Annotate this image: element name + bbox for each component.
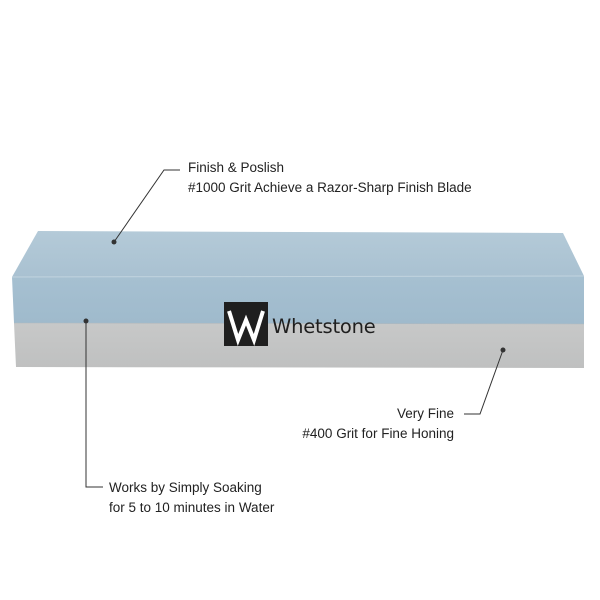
callout-soaking-title: Works by Simply Soaking xyxy=(109,480,262,495)
fine-grit-layer xyxy=(12,276,584,324)
callout-very-fine-detail: #400 Grit for Fine Honing xyxy=(302,426,454,441)
w-letter-logo-icon xyxy=(224,302,268,346)
callout-finish: Finish & Poslish #1000 Grit Achieve a Ra… xyxy=(188,158,472,198)
leader-line-top xyxy=(111,169,180,245)
callout-soaking-detail: for 5 to 10 minutes in Water xyxy=(109,500,275,515)
callout-finish-title: Finish & Poslish xyxy=(188,160,285,175)
brand-logo: Whetstone xyxy=(224,302,376,346)
callout-soaking: Works by Simply Soaking for 5 to 10 minu… xyxy=(109,478,274,518)
leader-line-left xyxy=(83,318,103,488)
coarse-grit-layer xyxy=(14,323,584,368)
callout-very-fine-title: Very Fine xyxy=(396,406,454,421)
leader-line-right xyxy=(464,347,506,415)
stone-top-face xyxy=(12,231,584,277)
brand-name: Whetstone xyxy=(272,314,376,338)
callout-finish-detail: #1000 Grit Achieve a Razor-Sharp Finish … xyxy=(188,180,472,195)
callout-very-fine: Very Fine #400 Grit for Fine Honing xyxy=(302,404,454,444)
